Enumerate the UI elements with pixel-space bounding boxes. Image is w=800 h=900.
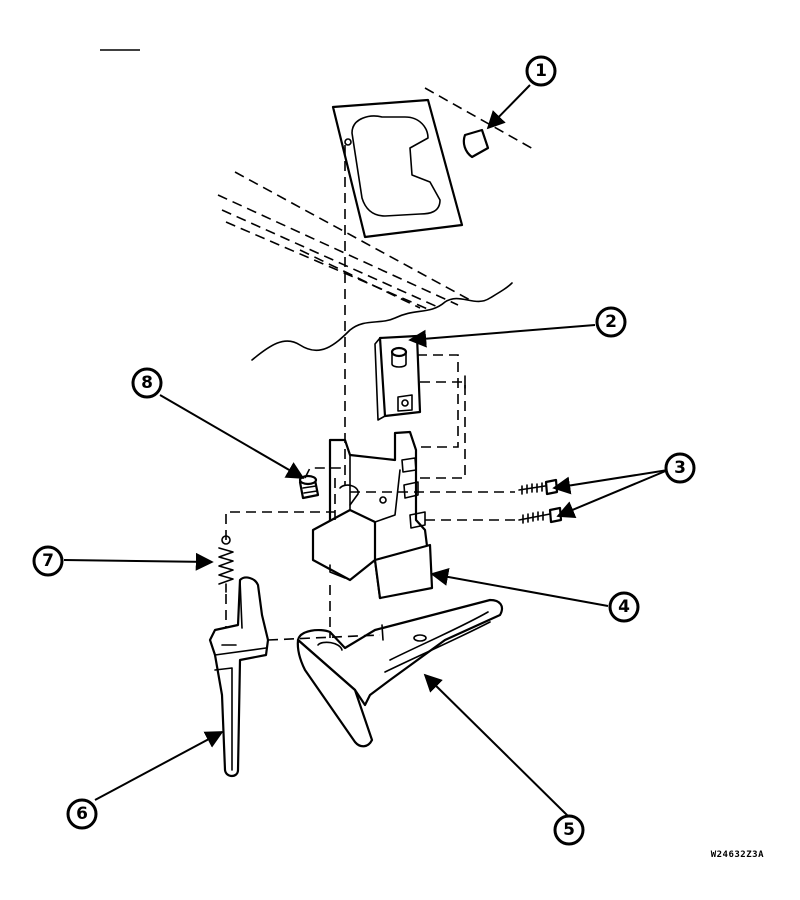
callout-3-label: 3 bbox=[674, 458, 686, 478]
callout-7: 7 bbox=[32, 545, 64, 577]
shifter-housing bbox=[311, 430, 434, 600]
callout-6: 6 bbox=[66, 798, 98, 830]
switch-block bbox=[374, 334, 466, 479]
callout-5: 5 bbox=[553, 814, 585, 846]
callout-2-label: 2 bbox=[605, 312, 617, 332]
leader-lines bbox=[63, 84, 669, 819]
callout-1-label: 1 bbox=[535, 61, 547, 81]
housing-screws bbox=[518, 478, 563, 524]
shift-cap bbox=[462, 128, 490, 159]
callout-2: 2 bbox=[595, 306, 627, 338]
callout-8: 8 bbox=[131, 367, 163, 399]
shift-bezel bbox=[331, 87, 536, 239]
callout-4-label: 4 bbox=[618, 597, 630, 617]
callout-3: 3 bbox=[664, 452, 696, 484]
drawing-code: W24632Z3A bbox=[710, 850, 764, 860]
assembly-lines bbox=[225, 145, 515, 641]
housing-screw bbox=[298, 474, 320, 500]
callout-1: 1 bbox=[525, 55, 557, 87]
release-lever-bracket bbox=[296, 598, 504, 748]
console-panel bbox=[217, 171, 513, 361]
callout-8-label: 8 bbox=[141, 373, 153, 393]
spring bbox=[218, 535, 234, 593]
callout-7-label: 7 bbox=[42, 551, 54, 571]
callout-4: 4 bbox=[608, 591, 640, 623]
callout-6-label: 6 bbox=[76, 804, 88, 824]
release-lever bbox=[208, 576, 270, 778]
callout-5-label: 5 bbox=[563, 820, 575, 840]
